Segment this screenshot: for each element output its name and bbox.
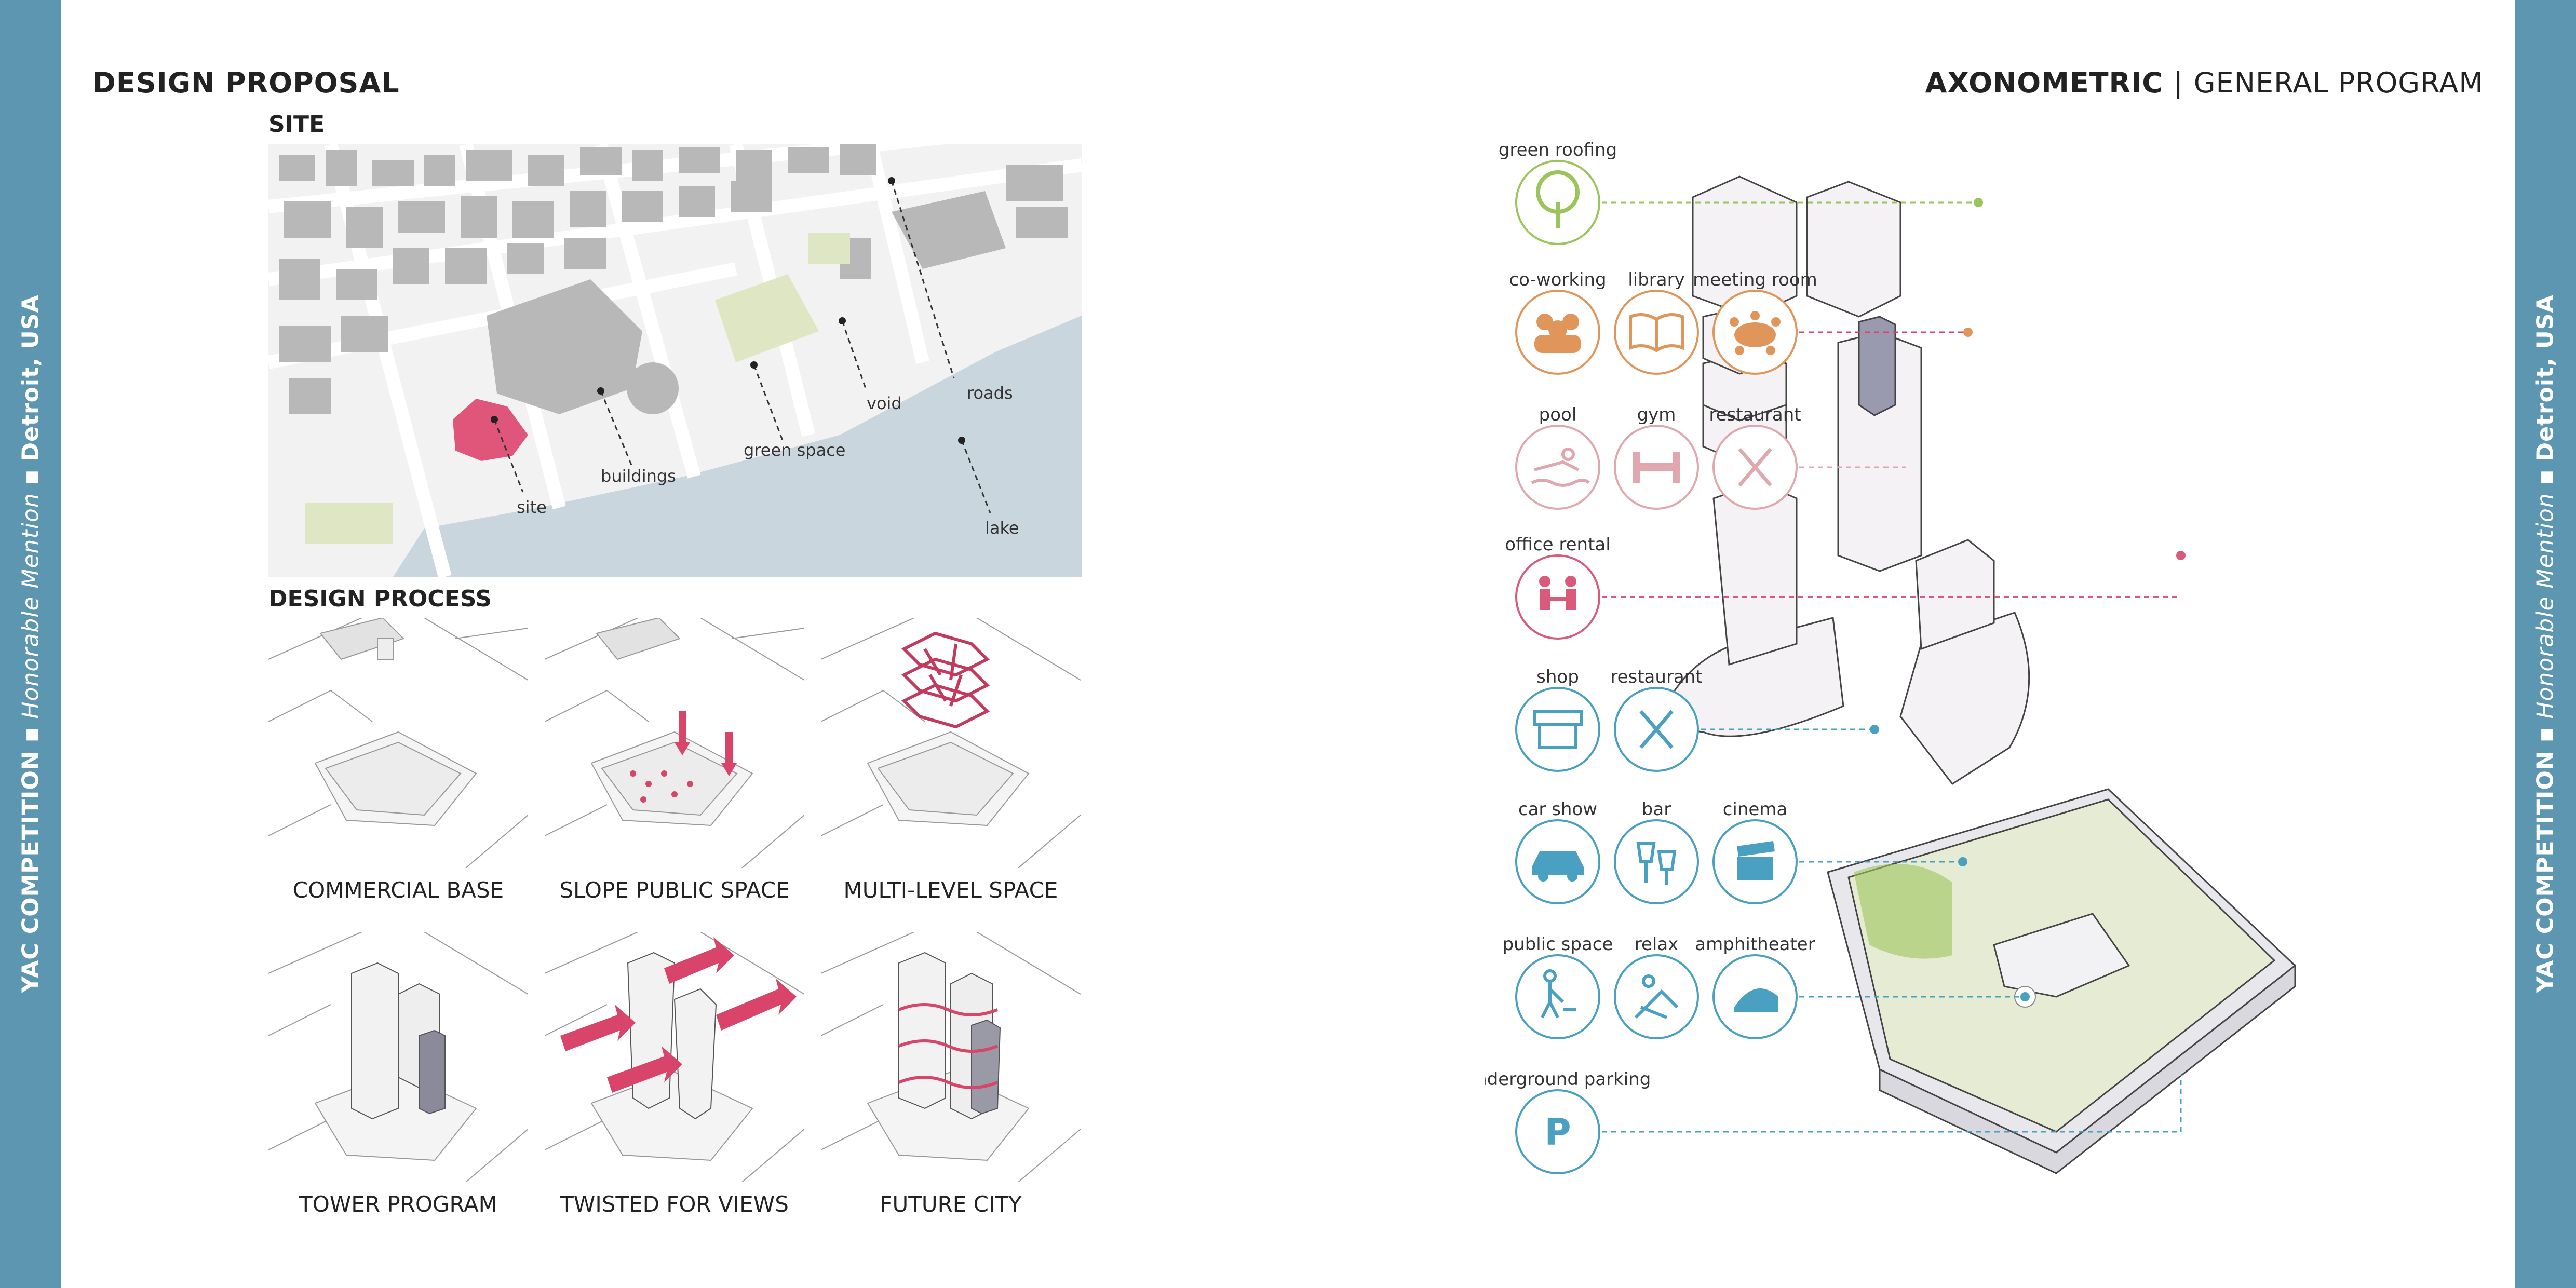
process-caption: TOWER PROGRAM xyxy=(299,1191,497,1217)
site-map: site buildings green space void roads la… xyxy=(268,144,1082,577)
site-area xyxy=(453,399,528,461)
left-banner: YAC COMPETITION ▪ Honorable Mention ▪ De… xyxy=(0,0,61,1288)
svg-text:gym: gym xyxy=(1637,404,1676,425)
svg-text:green roofing: green roofing xyxy=(1499,140,1617,160)
svg-text:restaurant: restaurant xyxy=(1610,667,1702,687)
program-meeting-room: meeting room xyxy=(1693,269,1973,375)
svg-text:shop: shop xyxy=(1536,667,1579,687)
svg-text:amphitheater: amphitheater xyxy=(1695,934,1815,955)
process-diagram-future-city xyxy=(821,932,1081,1182)
label-site: site xyxy=(517,497,547,517)
program-underground-parking: P underground parking xyxy=(1485,1069,2182,1174)
dumbbell-icon xyxy=(1633,452,1680,483)
lake-area xyxy=(393,316,1082,577)
fork-knife-icon xyxy=(1639,710,1674,749)
svg-text:car show: car show xyxy=(1518,799,1597,820)
process-caption: MULTI-LEVEL SPACE xyxy=(843,877,1058,903)
axonometric-program-diagram: green roofing co-working library meeting… xyxy=(1485,140,2297,1174)
fork-knife-icon xyxy=(1738,448,1772,487)
process-caption: FUTURE CITY xyxy=(880,1191,1022,1217)
site-title: SITE xyxy=(268,111,325,138)
svg-text:co-working: co-working xyxy=(1509,269,1606,290)
process-diagram-commercial-base xyxy=(268,618,528,868)
program-shop: shop xyxy=(1515,667,1600,772)
process-diagram-slope-public-space xyxy=(545,618,804,868)
program-public-space: public space xyxy=(1503,934,1613,1039)
program-restaurant-pink: restaurant xyxy=(1709,404,1906,510)
green-space-area xyxy=(715,274,819,362)
parking-icon: P xyxy=(1544,1111,1571,1154)
tower-right xyxy=(1899,612,2030,785)
svg-text:bar: bar xyxy=(1642,799,1671,820)
clapperboard-icon xyxy=(1737,841,1775,880)
program-bar: bar xyxy=(1614,799,1699,904)
svg-text:restaurant: restaurant xyxy=(1709,404,1801,425)
process-diagram-twisted-for-views xyxy=(545,932,804,1182)
lounger-icon xyxy=(1634,974,1679,1019)
banner-text-right: YAC COMPETITION ▪ Honorable Mention ▪ De… xyxy=(2532,294,2559,993)
label-void: void xyxy=(867,394,902,413)
bridge-sweep xyxy=(1655,617,1844,737)
svg-text:underground parking: underground parking xyxy=(1485,1069,1651,1090)
walker-dog-icon xyxy=(1541,969,1576,1019)
people-icon xyxy=(1534,314,1581,353)
page-title-left: DESIGN PROPOSAL xyxy=(92,66,400,99)
roof-block-right xyxy=(1806,181,1901,318)
process-caption: COMMERCIAL BASE xyxy=(292,877,504,903)
amphitheater-icon xyxy=(1734,988,1778,1012)
buildings-cluster xyxy=(279,144,1068,414)
tower-left xyxy=(1712,482,1798,666)
label-lake: lake xyxy=(985,518,1019,538)
swimmer-icon xyxy=(1531,448,1590,487)
shop-icon xyxy=(1533,710,1583,749)
book-icon xyxy=(1629,313,1684,352)
program-gym: gym xyxy=(1614,404,1699,510)
process-diagram-multi-level-space xyxy=(821,618,1081,868)
svg-text:public space: public space xyxy=(1503,934,1613,955)
svg-text:office rental: office rental xyxy=(1505,534,1610,555)
design-process-title: DESIGN PROCESS xyxy=(268,586,492,612)
roof-block-left xyxy=(1692,175,1798,318)
program-green-roofing: green roofing xyxy=(1499,140,1983,245)
meeting-table-icon xyxy=(1730,311,1781,355)
wine-glass-icon xyxy=(1636,842,1677,885)
program-restaurant-blue: restaurant xyxy=(1610,667,1879,772)
process-diagram-tower-program xyxy=(268,932,528,1182)
right-banner: YAC COMPETITION ▪ Honorable Mention ▪ De… xyxy=(2515,0,2576,1288)
svg-text:pool: pool xyxy=(1539,404,1577,425)
tree-icon xyxy=(1536,170,1580,228)
office-desk-icon xyxy=(1539,576,1576,610)
program-cinema: cinema xyxy=(1712,799,1967,904)
car-icon xyxy=(1532,851,1584,882)
label-buildings: buildings xyxy=(601,466,676,486)
process-caption: TWISTED FOR VIEWS xyxy=(560,1191,789,1217)
process-caption: SLOPE PUBLIC SPACE xyxy=(559,877,790,903)
svg-text:meeting room: meeting room xyxy=(1693,269,1817,290)
label-green-space: green space xyxy=(744,440,845,460)
page-title-right: AXONOMETRIC | GENERAL PROGRAM xyxy=(1925,66,2484,99)
program-office-rental: office rental xyxy=(1505,534,2186,640)
program-co-working: co-working xyxy=(1509,269,1607,375)
program-relax: relax xyxy=(1614,934,1699,1039)
program-library: library xyxy=(1614,269,1699,375)
banner-text-left: YAC COMPETITION ▪ Honorable Mention ▪ De… xyxy=(17,294,44,993)
program-pool: pool xyxy=(1515,404,1600,510)
program-amphitheater: amphitheater xyxy=(1695,934,2030,1039)
svg-text:relax: relax xyxy=(1635,934,1679,955)
program-car-show: car show xyxy=(1515,799,1600,904)
label-roads: roads xyxy=(967,383,1013,403)
svg-text:library: library xyxy=(1628,269,1684,290)
svg-text:cinema: cinema xyxy=(1723,799,1788,820)
